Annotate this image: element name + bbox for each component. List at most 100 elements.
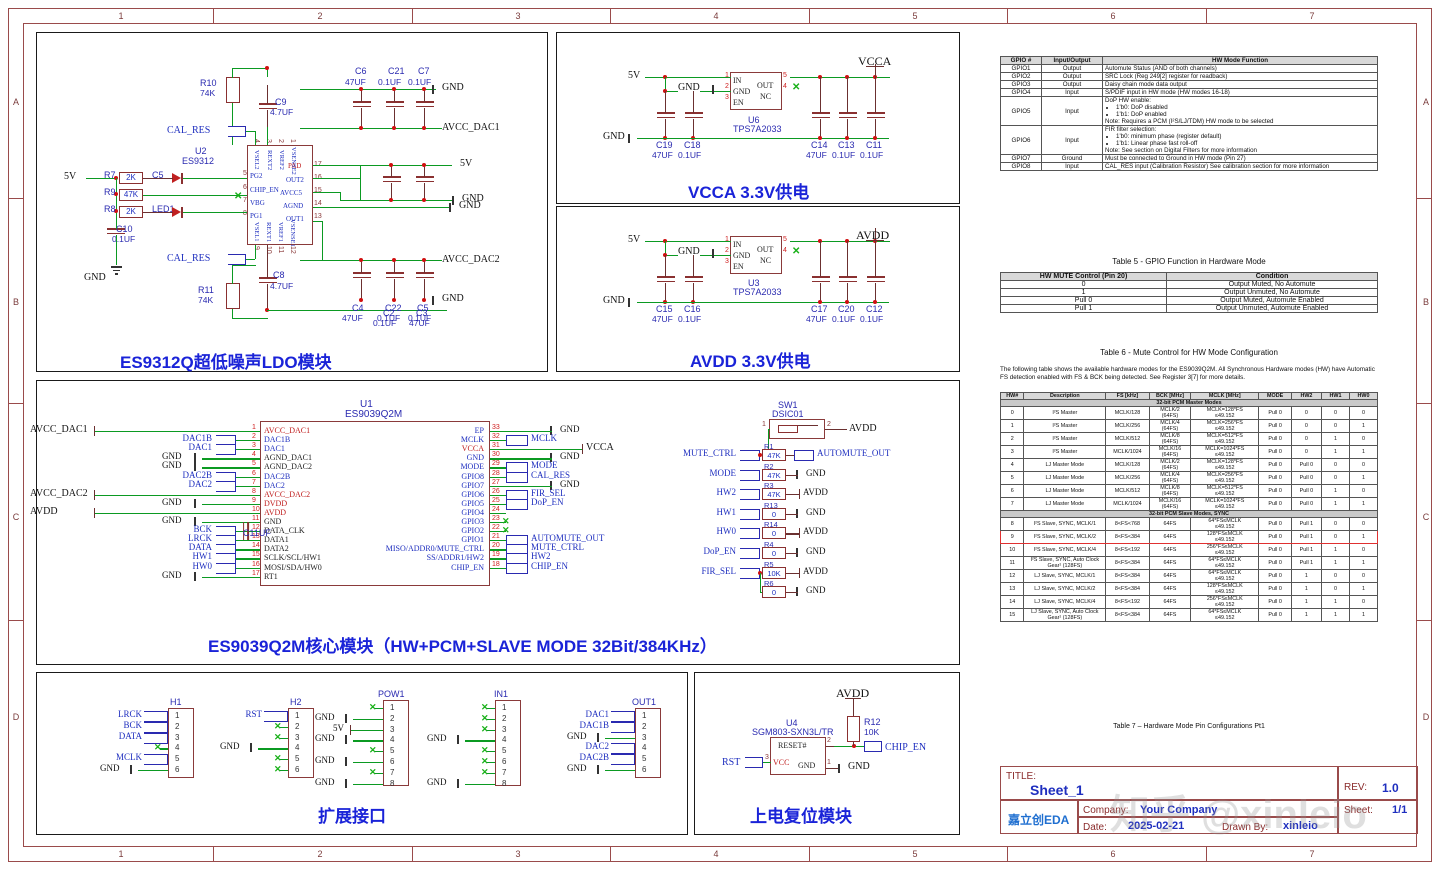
t7-cell-0: 14: [999, 595, 1025, 609]
u1-pin-gpio2: GPIO2: [461, 526, 484, 536]
t7-cell-2: 8<FS<384: [1105, 556, 1150, 570]
sw1-part: DSIC01: [772, 409, 804, 419]
gnd-symbol-c10: [111, 266, 122, 275]
flag-u1-mclk: [506, 435, 528, 447]
c9-refdes: C9: [275, 97, 287, 107]
pow1-pinnum-7: 7: [390, 767, 395, 777]
t7-cell-0: 12: [999, 569, 1025, 583]
gnd-symbol-h1-6: [130, 765, 141, 774]
t7-cell-3: MCLK/8(64FS): [1148, 432, 1192, 446]
netlabel-chip-en-por: CHIP_EN: [885, 742, 927, 753]
t7-cell-2: 8<FS<384: [1105, 530, 1150, 544]
t5-header-0: GPIO #: [1000, 56, 1042, 65]
out1-pinnum-5: 5: [642, 754, 647, 764]
frame-row-b-right: B: [1422, 297, 1429, 307]
t7-cell-8: 0: [1348, 543, 1379, 557]
resistor-r9: 47K: [119, 189, 143, 201]
u2-pinnum-10: 10: [265, 246, 272, 254]
t7-cell-3: MCLK/4(64FS): [1148, 471, 1192, 485]
t6-header-0: HW MUTE Control (Pin 20): [999, 272, 1168, 281]
t7-header-3: BCK [MHz]: [1148, 392, 1192, 400]
u2-pinnum-15: 15: [314, 187, 322, 194]
u2-pinnum-6: 6: [243, 184, 247, 191]
t5-io: Input: [1041, 162, 1103, 171]
resistor-r12: [847, 716, 860, 742]
netlabel-strap-avdd-r14: AVDD: [803, 526, 828, 537]
chip-u4-sgm803: [770, 737, 826, 775]
netlabel-u1-avcc_dac2: AVCC_DAC2: [30, 487, 88, 499]
t5-io: Ground: [1041, 154, 1103, 163]
titleblock-sheet-value: 1/1: [1392, 804, 1408, 816]
u6-pin-en: EN: [733, 98, 744, 107]
t7-cell-1: LJ Slave, SYNC, Auto Clock Gear¹ (128FS): [1023, 608, 1107, 622]
t7-cell-2: 8<FS<768: [1105, 517, 1150, 531]
t7-cell-1: LJ Master Mode: [1023, 497, 1107, 511]
u4-pin-gnd: GND: [798, 761, 816, 770]
flag-h1-bck: [144, 721, 168, 733]
u4-pinnum-2: 2: [827, 737, 831, 744]
frame-outer-border: [8, 8, 1432, 862]
t7-section-slave: 32-bit PCM Slave Modes, SYNC: [1000, 510, 1378, 518]
u4-pin-vcc: VCC: [773, 758, 790, 767]
u1-pinnum-17: 17: [252, 569, 260, 577]
c13-refdes: C13: [838, 140, 855, 150]
t7-cell-7: 0: [1321, 406, 1350, 420]
t7-cell-5: Pull 0: [1258, 543, 1292, 557]
c13-value: 0.1UF: [832, 150, 856, 160]
t7-cell-4: 64*FS≤MCLK≤49.152: [1190, 556, 1260, 570]
t7-header-4: MCLK [MHz]: [1190, 392, 1260, 400]
t6-cell-0: 1: [999, 288, 1168, 297]
u1-pinnum-32: 32: [492, 433, 500, 441]
in1-refdes: IN1: [494, 689, 509, 699]
gnd-symbol-pow1-8: [345, 778, 356, 788]
nc-marker-in1-5: ✕: [481, 745, 489, 756]
c5-refdes: C5: [417, 303, 429, 313]
pow1-pinnum-2: 2: [390, 713, 395, 723]
led1-symbol: [172, 173, 181, 183]
frame-row-b-left: B: [12, 297, 19, 307]
t7-cell-4: 128*FS≤MCLK≤49.152: [1190, 530, 1260, 544]
u1-pin-vcca: VCCA: [461, 444, 484, 454]
u1-pin-chip-en: CHIP_EN: [451, 562, 484, 572]
resistor-r4: 0: [762, 547, 786, 559]
gnd-label-strap-r13: GND: [806, 506, 826, 517]
u2-pin-vsense1: VSENSE1: [289, 219, 296, 247]
nc-marker-vbg: ✕: [234, 191, 243, 202]
netlabel-u1-fir_sel: FIR_SEL: [531, 487, 566, 498]
netlabel-u1-avcc_dac1: AVCC_DAC1: [30, 424, 88, 435]
netlabel-h1-mclk: MCLK: [115, 752, 142, 763]
t7-cell-7: 1: [1321, 445, 1350, 459]
t7-cell-2: 8<FS<384: [1105, 608, 1150, 622]
t5-fn: DoP HW enable:1'b0: DoP disabled1'b1: Do…: [1102, 96, 1378, 126]
t7-cell-6: 1: [1290, 582, 1323, 596]
h2-pinnum-4: 4: [295, 743, 300, 753]
t7-cell-4: MCLK=512*FS≤49.152: [1190, 484, 1260, 498]
pow1-pinnum-1: 1: [390, 703, 395, 712]
t7-cell-1: LJ Slave, SYNC, MCLK/4: [1023, 595, 1107, 609]
t7-cell-8: 0: [1348, 406, 1379, 420]
powerlabel-5v-ldo: 5V: [64, 171, 77, 182]
flag-u1-dac2: [216, 480, 236, 492]
t7-cell-1: LJ Slave, SYNC, MCLK/2: [1023, 582, 1107, 596]
t7-cell-8: 0: [1348, 458, 1379, 472]
t7-cell-3: MCLK/16(64FS): [1148, 445, 1192, 459]
u3-pinnum-4: 4: [783, 247, 787, 254]
u2-pin-pg1: PG1: [250, 212, 263, 220]
c22-value: 0.1UF: [377, 313, 401, 323]
t7-cell-3: 64FS: [1148, 517, 1192, 531]
t7-cell-4: MCLK=128*FS≤49.152: [1190, 458, 1260, 472]
t7-cell-0: 9: [999, 530, 1025, 544]
gnd-label-h1-6: GND: [100, 763, 120, 773]
t5-fn: Must be connected to Ground in HW mode (…: [1102, 154, 1378, 163]
t7-header-1: Description: [1023, 392, 1107, 400]
u1-pin-mclk: MCLK: [460, 435, 484, 445]
t7-cell-4: MCLK=128*FS≤49.152: [1190, 406, 1260, 420]
t7-cell-2: MCLK/256: [1105, 471, 1150, 485]
t5-fn: FIR filter selection:1'b0: minimum phase…: [1102, 125, 1378, 155]
u1-pinnum-4: 4: [252, 451, 256, 459]
u1-pinnum-10: 10: [252, 505, 260, 513]
t7-cell-6: Pull 0: [1290, 458, 1323, 472]
